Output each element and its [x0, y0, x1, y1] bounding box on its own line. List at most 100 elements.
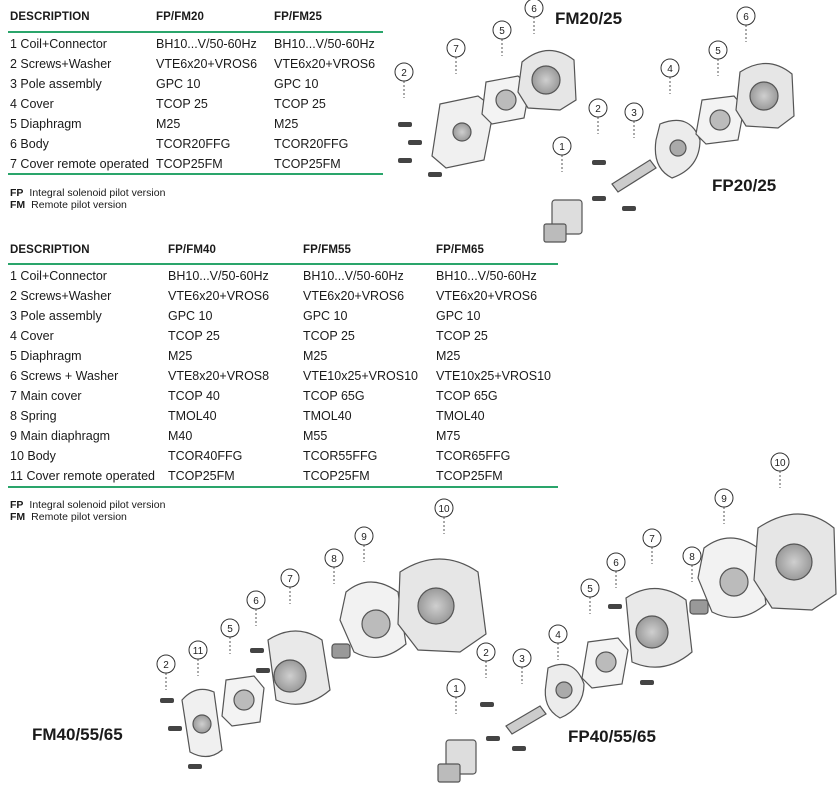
table2-header-fm65: FP/FM65	[436, 244, 484, 256]
fp-large-pole-assembly-3	[505, 705, 547, 735]
row-value: TCOP 25	[436, 329, 488, 343]
callout-fp-large-3: 3	[512, 648, 532, 684]
row-value: TCOP25FM	[436, 469, 503, 483]
callout-fm-large-6: 8	[324, 548, 344, 584]
row-description: 1 Coil+Connector	[10, 269, 107, 283]
callout-number: 3	[631, 108, 637, 119]
callout-fp-large-9: 9	[714, 488, 734, 524]
row-value: TMOL40	[436, 409, 485, 423]
callout-fm-large-8: 10	[434, 498, 454, 534]
callout-number: 4	[555, 630, 561, 641]
callout-fm-small-1: 2	[394, 62, 414, 98]
row-description: 7 Cover remote operated	[10, 157, 149, 171]
fp-large-coil-1	[437, 739, 477, 783]
label-fm40-55-65: FM40/55/65	[32, 725, 123, 744]
row-value: GPC 10	[156, 77, 201, 91]
row-value: TMOL40	[303, 409, 352, 423]
callout-number: 5	[227, 624, 233, 635]
row-description: 6 Body	[10, 137, 49, 151]
row-value: TCOP 40	[168, 389, 220, 403]
row-description: 4 Cover	[10, 329, 54, 343]
row-value: BH10...V/50-60Hz	[436, 269, 537, 283]
callout-number: 2	[483, 648, 489, 659]
note1-code-fp: FP	[10, 187, 24, 199]
callout-number: 2	[595, 104, 601, 115]
table2-header-fm40: FP/FM40	[168, 244, 216, 256]
callout-number: 1	[453, 684, 459, 695]
table1-header-fm20: FP/FM20	[156, 11, 204, 23]
callout-fp-small-1: 1	[552, 136, 572, 172]
row-description: 10 Body	[10, 449, 56, 463]
callout-fp-large-2: 2	[476, 642, 496, 678]
note2-text-fp: Integral solenoid pilot version	[29, 499, 166, 511]
callout-number: 1	[559, 142, 565, 153]
row-description: 4 Cover	[10, 97, 54, 111]
row-value: M25	[436, 349, 461, 363]
callout-number: 7	[287, 574, 293, 585]
row-value: TCOR65FFG	[436, 449, 511, 463]
row-value: GPC 10	[303, 309, 348, 323]
row-value: TCOR20FFG	[156, 137, 231, 151]
row-description: 7 Main cover	[10, 389, 82, 403]
fp-small-screws	[592, 160, 636, 211]
label-fp40-55-65: FP40/55/65	[568, 727, 656, 746]
note1-text-fm: Remote pilot version	[31, 199, 127, 211]
callout-number: 4	[667, 64, 673, 75]
fp-small-coil-1	[543, 199, 583, 243]
fp20-25-exploded-view	[543, 62, 795, 243]
callout-number: 6	[743, 12, 749, 23]
callout-number: 8	[331, 554, 337, 565]
row-value: TMOL40	[168, 409, 217, 423]
row-value: BH10...V/50-60Hz	[274, 37, 375, 51]
label-fm20-25: FM20/25	[555, 9, 622, 28]
callout-number: 7	[649, 534, 655, 545]
callout-fp-large-1: 1	[446, 678, 466, 714]
row-value: M75	[436, 429, 461, 443]
table1-header-description: DESCRIPTION	[10, 11, 90, 23]
callout-number: 6	[613, 558, 619, 569]
row-value: TCOR55FFG	[303, 449, 378, 463]
row-value: TCOP 25	[156, 97, 208, 111]
row-description: 8 Spring	[10, 409, 57, 423]
callout-number: 6	[531, 4, 537, 15]
row-value: TCOR40FFG	[168, 449, 243, 463]
row-value: VTE6x20+VROS6	[274, 57, 376, 71]
row-value: TCOP 65G	[303, 389, 365, 403]
table1-header-fm25: FP/FM25	[274, 11, 322, 23]
table2-header-fm55: FP/FM55	[303, 244, 351, 256]
callout-number: 2	[163, 660, 169, 671]
note1-text-fp: Integral solenoid pilot version	[29, 187, 166, 199]
row-description: 11 Cover remote operated	[10, 469, 155, 483]
table1-bottom-rule	[8, 173, 383, 175]
parts-table-small: DESCRIPTION FP/FM20 FP/FM25 1 Coil+Conne…	[8, 8, 383, 178]
row-value: TCOP25FM	[168, 469, 235, 483]
label-fp20-25: FP20/25	[712, 176, 776, 195]
row-value: VTE6x20+VROS6	[436, 289, 538, 303]
callout-fp-large-4: 4	[548, 624, 568, 660]
row-value: VTE8x20+VROS8	[168, 369, 270, 383]
table2-header-description: DESCRIPTION	[10, 244, 90, 256]
callout-number: 2	[401, 68, 407, 79]
callout-number: 11	[193, 646, 204, 657]
callout-number: 5	[499, 26, 505, 37]
row-description: 3 Pole assembly	[10, 77, 102, 91]
callout-number: 7	[453, 44, 459, 55]
callout-number: 10	[438, 504, 450, 515]
row-value: BH10...V/50-60Hz	[168, 269, 269, 283]
callout-fp-large-7: 7	[642, 528, 662, 564]
fm20-25-exploded-view	[398, 49, 577, 177]
fp40-55-65-exploded-view	[437, 513, 837, 783]
callout-fp-small-6: 6	[736, 6, 756, 42]
note2-code-fp: FP	[10, 499, 24, 511]
table2-top-rule	[8, 263, 558, 265]
callout-fp-large-10: 10	[770, 452, 790, 488]
note1-code-fm: FM	[10, 199, 26, 211]
row-value: M25	[168, 349, 193, 363]
callout-fm-large-7: 9	[354, 526, 374, 562]
fm-small-screws	[398, 122, 442, 177]
callout-number: 6	[253, 596, 259, 607]
row-value: VTE6x20+VROS6	[156, 57, 258, 71]
callout-fp-large-6: 6	[606, 552, 626, 588]
fm-large-screws	[160, 648, 270, 769]
